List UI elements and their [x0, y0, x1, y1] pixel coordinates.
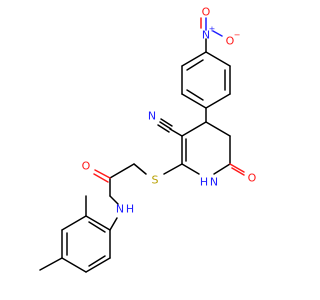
ring-nh-h-label: H [200, 176, 208, 189]
nitro-charge-plus: + [209, 25, 216, 34]
nitrile-group [157, 118, 183, 137]
amide-nitrogen-label: N [116, 203, 124, 216]
ring-oxygen-label: O [248, 172, 257, 185]
amide-group [93, 169, 119, 205]
nitro-charge-minus: − [234, 31, 241, 40]
amide-oxygen-label: O [82, 160, 91, 173]
nitro-nitrogen-label: N [202, 29, 210, 42]
nitro-oxygen-right-label: O [226, 35, 235, 48]
sulfur-label: S [152, 174, 159, 187]
amide-nh-h-label: H [126, 203, 134, 216]
ring-nh-n-label: N [210, 176, 218, 189]
atom-labels: N + O O − N O H N S O N H [82, 6, 257, 216]
nitrophenyl-ring [181, 51, 231, 109]
dimethylphenyl-ring [39, 195, 118, 273]
nitro-group [200, 17, 223, 53]
thioether-linker [109, 163, 183, 179]
nitro-oxygen-top-label: O [202, 6, 211, 19]
molecule-structure: N + O O − N O H N S O N H [39, 6, 257, 273]
pyridinone-ring [181, 107, 245, 176]
nitrile-nitrogen-label: N [148, 110, 156, 123]
